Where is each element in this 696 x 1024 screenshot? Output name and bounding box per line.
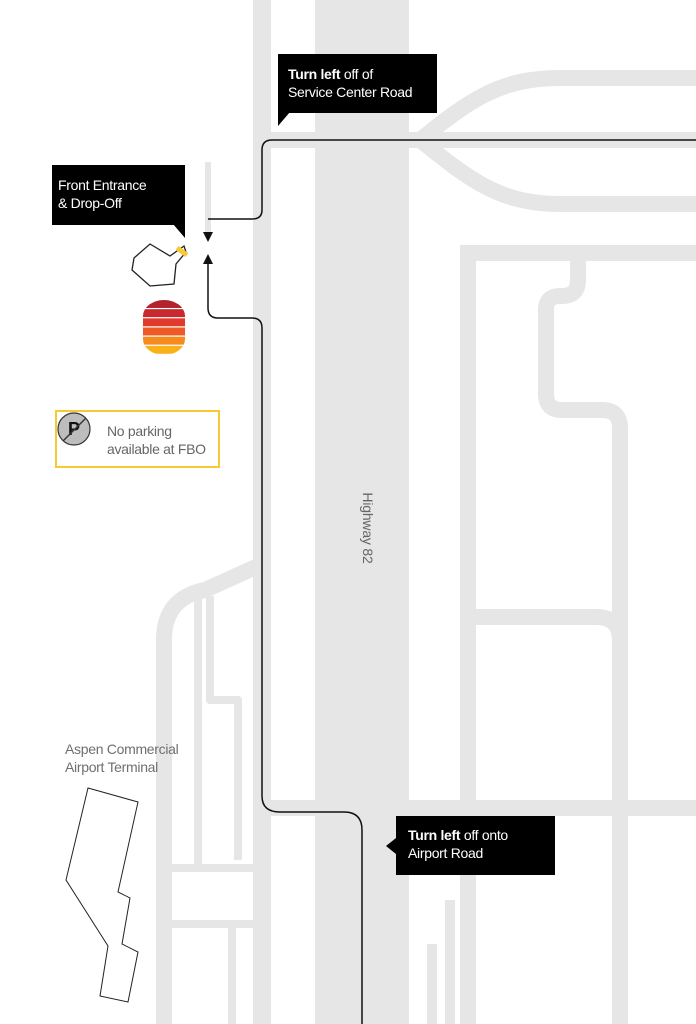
airport-lane-b: [206, 596, 242, 860]
callout-tail: [173, 224, 185, 238]
terminal-building: [65, 787, 139, 1003]
highway-label: Highway 82: [360, 492, 376, 564]
callout-tail: [386, 838, 396, 854]
callout-text: & Drop-Off: [58, 195, 122, 211]
east-road-loop: [538, 253, 628, 1024]
callout-airport-road: Turn left off onto Airport Road: [396, 816, 555, 875]
callout-text: Airport Road: [408, 845, 483, 861]
terminal-label-line: Airport Terminal: [65, 759, 158, 775]
parking-line: No parking: [107, 423, 172, 439]
parking-letter: P: [68, 419, 80, 439]
logo-stripe: [143, 345, 185, 354]
logo-stripe: [143, 300, 185, 308]
east-road-mid: [468, 609, 628, 642]
callout-bold: Turn left: [288, 66, 341, 82]
route-line: [208, 139, 696, 220]
fbo-building: [131, 243, 189, 287]
callout-text: Service Center Road: [288, 84, 413, 100]
logo-stripe: [143, 336, 185, 345]
fbo-logo-icon: [143, 300, 185, 354]
parking-notice: P No parking available at FBO: [55, 410, 220, 468]
callout-service-center: Turn left off of Service Center Road: [278, 54, 437, 113]
callout-text: Front Entrance: [58, 177, 147, 193]
arrow-down-icon: [203, 232, 213, 242]
logo-stripe: [143, 327, 185, 336]
terminal-label: Aspen Commercial Airport Terminal: [65, 740, 179, 776]
route-line-south: [207, 262, 363, 1024]
logo-stripe: [143, 318, 185, 327]
callout-tail: [278, 112, 290, 126]
callout-front-entrance: Front Entrance & Drop-Off: [52, 165, 185, 225]
airport-curve: [156, 558, 262, 1024]
callout-text: off onto: [460, 827, 508, 843]
logo-stripe: [143, 309, 185, 318]
parking-text: No parking available at FBO: [107, 422, 206, 458]
ramp-north: [415, 70, 696, 147]
callout-bold: Turn left: [408, 827, 461, 843]
parking-line: available at FBO: [107, 441, 206, 457]
arrow-up-icon: [203, 254, 213, 264]
parking-prohibited-icon: P: [57, 412, 91, 446]
callout-text: off of: [340, 66, 373, 82]
ramp-south: [415, 133, 696, 212]
terminal-label-line: Aspen Commercial: [65, 741, 179, 757]
